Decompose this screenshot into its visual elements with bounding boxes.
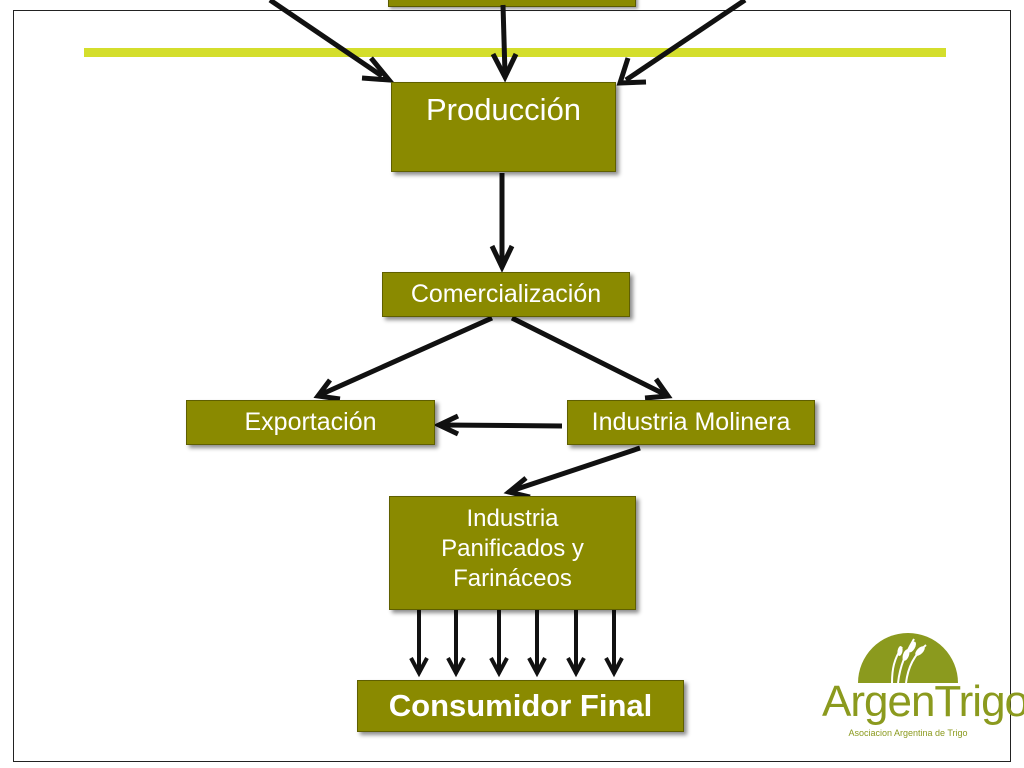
node-produccion-label: Producción <box>425 92 582 127</box>
arrow-comercializacion-to-molinera <box>510 315 673 401</box>
arrow-left-into-produccion <box>268 0 395 83</box>
node-consumidor-final: Consumidor Final <box>357 680 684 732</box>
argentrigo-logo: ArgenTrigo Asociacion Argentina de Trigo <box>822 625 1024 747</box>
node-industria-panificados: Industria Panificados y Farináceos <box>389 496 636 610</box>
node-produccion: Producción <box>391 82 616 172</box>
node-comercializacion: Comercialización <box>382 272 630 317</box>
logo-name: ArgenTrigo <box>822 677 1024 726</box>
node-industria-panificados-label: Industria Panificados y Farináceos <box>441 505 584 592</box>
node-industria-molinera: Industria Molinera <box>567 400 815 445</box>
accent-rule <box>84 48 946 57</box>
wheat-sun-icon <box>858 633 958 684</box>
arrow-center-into-produccion <box>490 4 519 83</box>
slide-frame <box>13 10 1011 762</box>
arrow-molinera-to-panificados <box>503 445 641 500</box>
node-industria-molinera-label: Industria Molinera <box>591 407 791 436</box>
logo-tagline: Asociacion Argentina de Trigo <box>848 728 968 738</box>
arrow-produccion-to-comercializacion <box>489 173 515 273</box>
node-exportacion-label: Exportación <box>244 407 377 436</box>
top-node-partial <box>388 0 636 7</box>
node-consumidor-final-label: Consumidor Final <box>388 687 653 723</box>
node-comercializacion-label: Comercialización <box>410 279 602 308</box>
arrow-right-into-produccion <box>616 0 747 86</box>
node-exportacion: Exportación <box>186 400 435 445</box>
arrows-panificados-to-consumidor <box>409 610 624 678</box>
arrow-comercializacion-to-exportacion <box>313 315 494 402</box>
arrow-molinera-to-exportacion <box>433 413 563 437</box>
